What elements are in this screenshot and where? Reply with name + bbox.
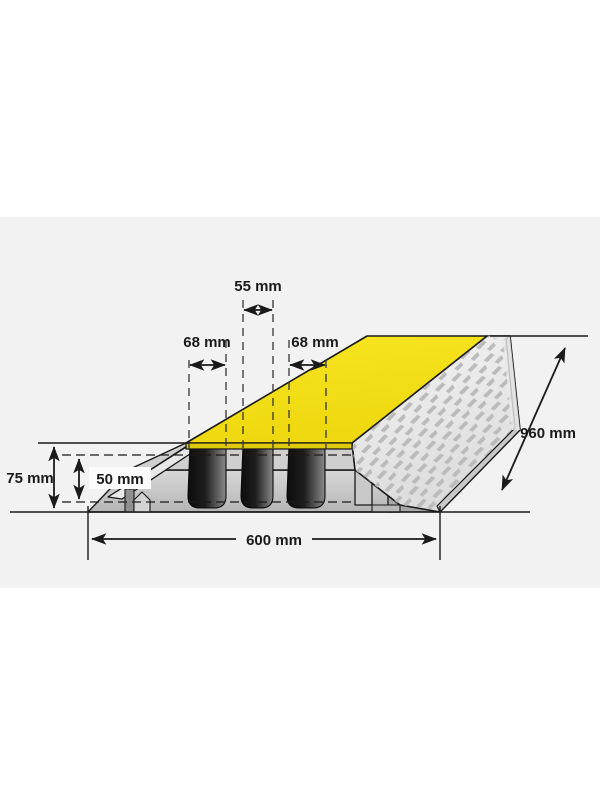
- left-hinge-lug: [124, 488, 135, 513]
- left-hinge-notch: [133, 491, 151, 513]
- dimension-68mm-right-label: 68 mm: [291, 334, 339, 351]
- dimension-960mm-label: 960 mm: [520, 425, 576, 442]
- channel-projection-lines: [188, 300, 327, 449]
- ground-reference-lines: [10, 335, 588, 560]
- dimension-600mm: 600 mm: [91, 528, 437, 550]
- dimension-960mm-arrow: [501, 347, 566, 491]
- right-lower-lip: [371, 504, 401, 513]
- dimension-50mm-label-bg: [89, 467, 151, 489]
- dimension-600mm-label-bg: [236, 528, 312, 550]
- dimension-50mm: 50 mm: [73, 458, 151, 500]
- cable-channel-group: [187, 445, 326, 509]
- dimension-75mm: 75 mm: [6, 446, 60, 509]
- dimension-55mm: 55 mm: [234, 278, 282, 316]
- yellow-lid: [185, 335, 488, 450]
- dimension-960mm: 960 mm: [501, 347, 576, 491]
- dimension-68mm-left-label: 68 mm: [183, 334, 231, 351]
- cable-channel-centre: [240, 445, 274, 509]
- dimension-68mm-left: 68 mm: [183, 334, 231, 371]
- dimension-68mm-right: 68 mm: [289, 334, 339, 371]
- dimension-600mm-label: 600 mm: [246, 532, 302, 549]
- dimension-75mm-label: 75 mm: [6, 470, 54, 487]
- cable-channel-right: [286, 445, 326, 509]
- dimension-50mm-label: 50 mm: [96, 471, 144, 488]
- cable-channel-left: [187, 445, 227, 509]
- dimension-55mm-label: 55 mm: [234, 278, 282, 295]
- yellow-lid-front-edge: [185, 442, 353, 450]
